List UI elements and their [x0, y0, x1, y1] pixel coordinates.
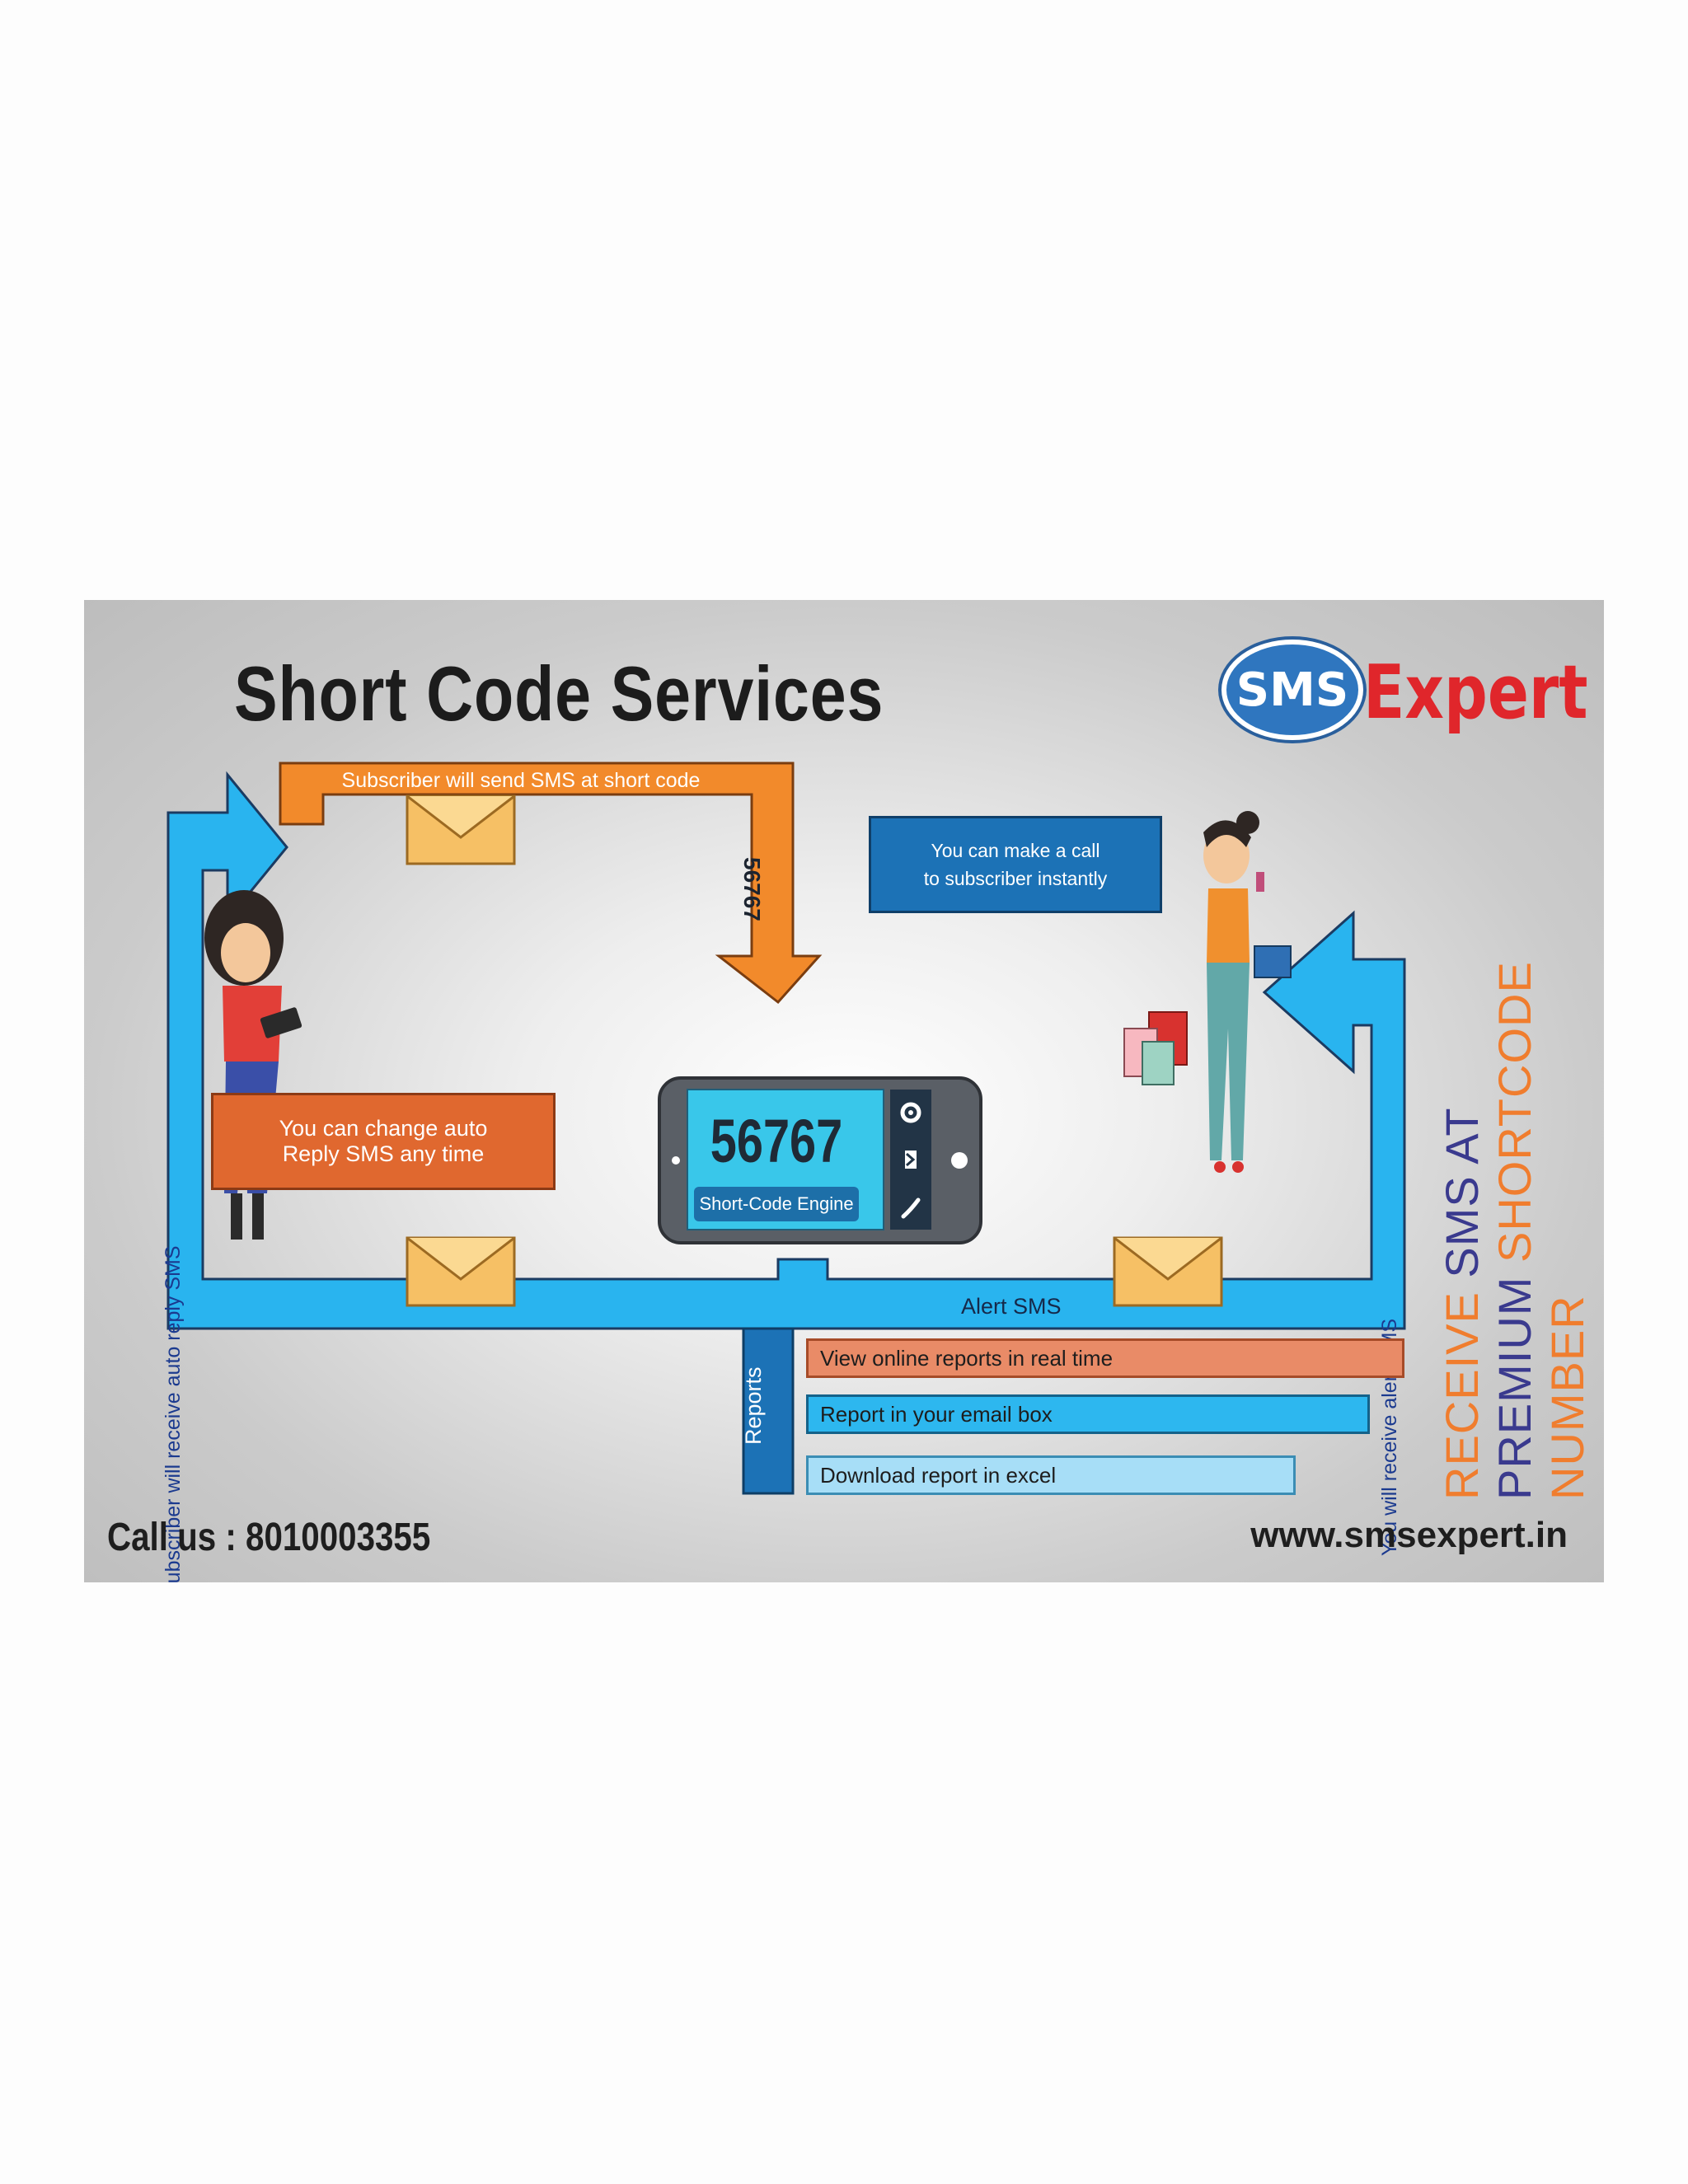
make-call-line-2: to subscriber instantly — [923, 868, 1108, 889]
report-item-online: View online reports in real time — [806, 1338, 1404, 1378]
phone-illustration — [658, 1076, 982, 1244]
tagline: RECEIVE SMS AT PREMIUM SHORTCODE NUMBER — [1436, 961, 1594, 1500]
short-code-arrow-label: 56767 — [739, 857, 765, 921]
woman-shopping-illustration — [1123, 811, 1292, 1173]
reports-label: Reports — [741, 1366, 766, 1445]
make-call-line-1: You can make a call — [931, 840, 1100, 861]
envelope-icon-left — [406, 1236, 516, 1307]
change-reply-line-1: You can change auto — [279, 1116, 488, 1141]
gear-icon — [900, 1102, 921, 1123]
tagline-shortcode: SHORTCODE — [1489, 961, 1540, 1263]
tagline-receive: RECEIVE — [1436, 1291, 1488, 1500]
infographic-poster: Short Code Services SMS Expert Subscribe… — [84, 600, 1604, 1582]
short-code-engine-label: Short-Code Engine — [699, 1193, 854, 1214]
phone-icon — [901, 1197, 921, 1219]
flow-diagram — [166, 762, 1406, 1495]
change-auto-reply-box: You can change auto Reply SMS any time — [211, 1093, 556, 1190]
envelope-icon-top — [406, 794, 516, 865]
change-reply-line-2: Reply SMS any time — [282, 1141, 485, 1166]
make-call-box: You can make a call to subscriber instan… — [869, 816, 1162, 913]
alert-sms-label: Alert SMS — [961, 1294, 1062, 1319]
logo-expert-text: Expert — [1363, 649, 1588, 736]
message-icon — [905, 1151, 917, 1169]
logo-sms-bubble: SMS — [1221, 640, 1363, 740]
tagline-number: NUMBER — [1541, 1295, 1593, 1500]
envelope-icon-right — [1113, 1236, 1223, 1307]
report-item-excel: Download report in excel — [806, 1455, 1296, 1495]
website-url: www.smsexpert.in — [1250, 1515, 1568, 1555]
tagline-sms-at: SMS AT — [1436, 1107, 1488, 1278]
orange-arrow — [279, 762, 823, 1005]
tagline-premium: PREMIUM — [1489, 1276, 1540, 1500]
reports-pipe — [742, 1327, 795, 1495]
call-us-text: Call us : 8010003355 — [107, 1516, 431, 1559]
smsexpert-logo: SMS Expert — [1221, 633, 1588, 740]
report-item-email: Report in your email box — [806, 1394, 1370, 1434]
page-title: Short Code Services — [234, 650, 884, 737]
short-code-number: 56767 — [710, 1107, 843, 1175]
send-sms-label: Subscriber will send SMS at short code — [341, 769, 701, 792]
